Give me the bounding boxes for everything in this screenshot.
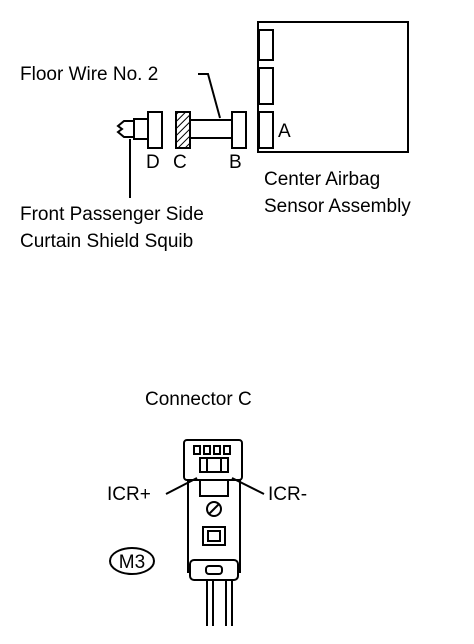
- front-passenger-label-line2: Curtain Shield Squib: [20, 231, 193, 252]
- center-airbag-sensor-assembly: [257, 21, 409, 153]
- connector-c-title: Connector C: [145, 389, 252, 410]
- connector-code-badge: [109, 547, 155, 575]
- icr-plus-leader: [165, 477, 198, 495]
- connector-c-drawing: [183, 439, 243, 626]
- connector-a-label: A: [278, 121, 291, 142]
- icr-minus-leader: [231, 477, 265, 495]
- connector-d-label: D: [146, 152, 160, 173]
- curtain-shield-squib: [116, 111, 163, 149]
- center-airbag-label-line2: Sensor Assembly: [264, 196, 411, 217]
- icr-plus-label: ICR+: [107, 484, 151, 505]
- center-airbag-label-line1: Center Airbag: [264, 169, 380, 190]
- connector-c-label: C: [173, 152, 187, 173]
- front-passenger-label-line1: Front Passenger Side: [20, 204, 204, 225]
- icr-minus-label: ICR-: [268, 484, 307, 505]
- connector-b-label: B: [229, 152, 242, 173]
- floor-wire-leader: [198, 73, 221, 119]
- connector-code-label: M3: [119, 552, 145, 573]
- floor-wire-harness: [175, 111, 247, 149]
- floor-wire-label: Floor Wire No. 2: [20, 64, 158, 85]
